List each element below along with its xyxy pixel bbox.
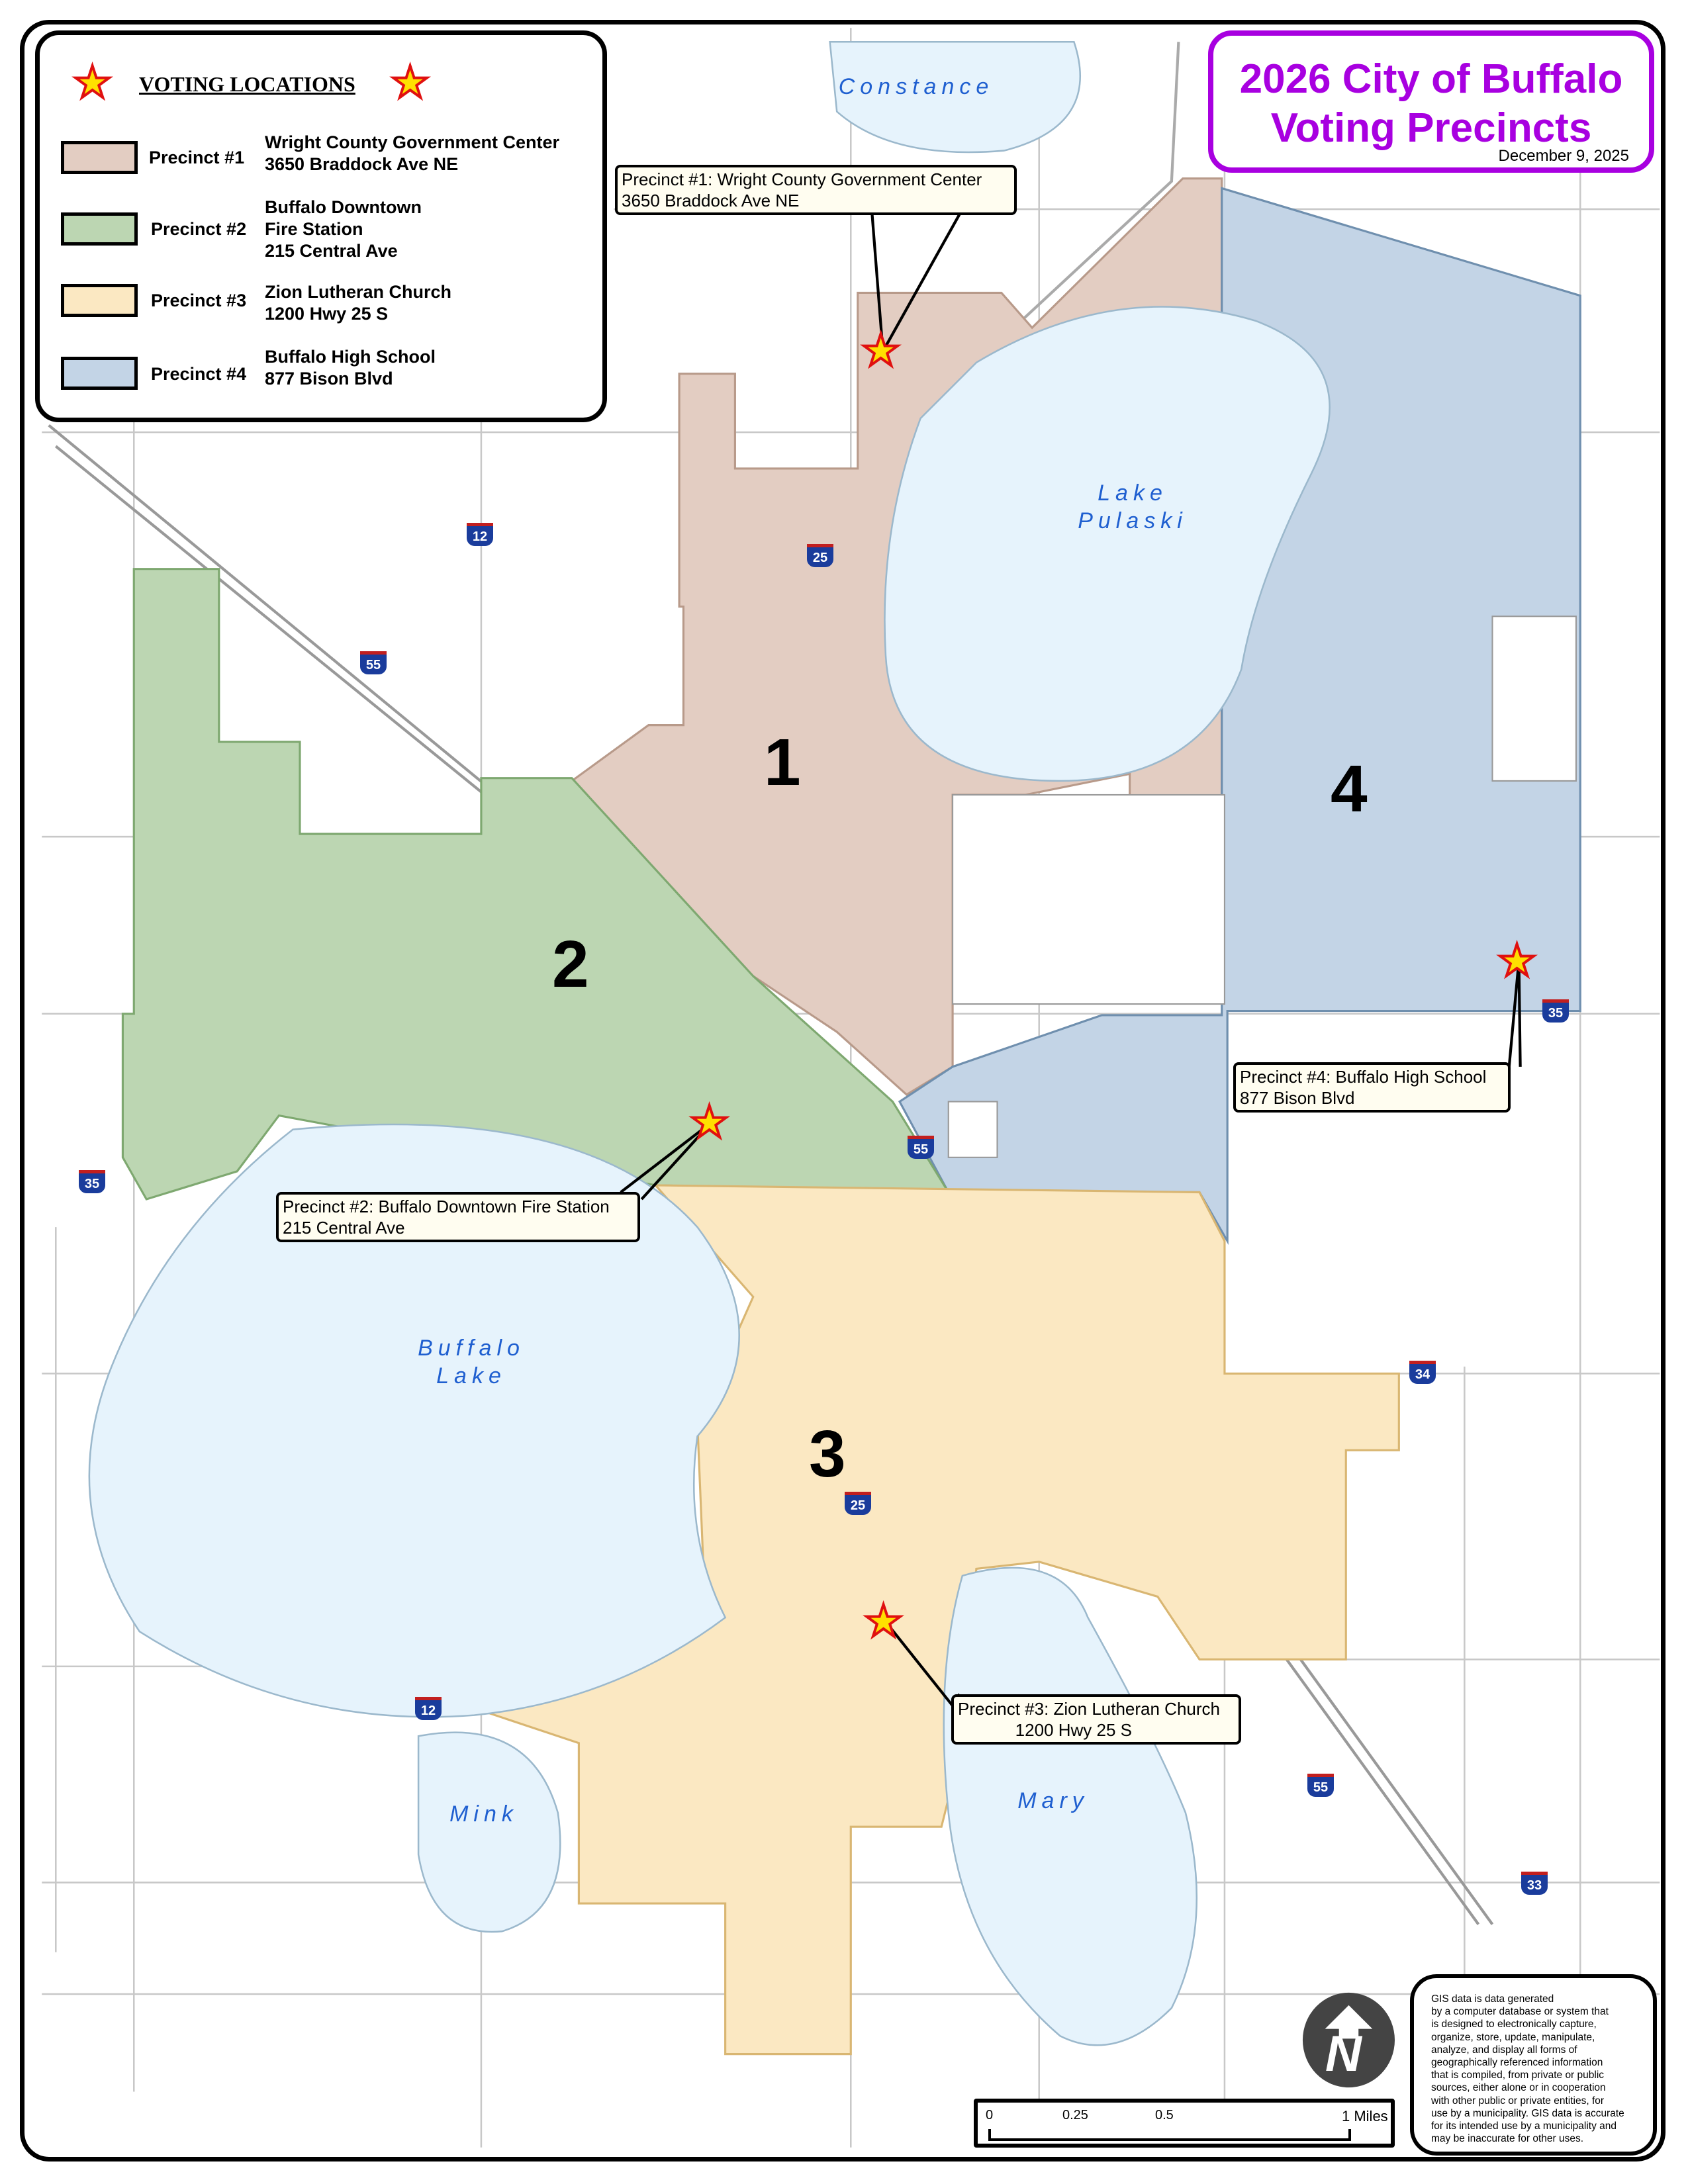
scale-line xyxy=(988,2129,1351,2141)
legend-swatch-precinct-1 xyxy=(61,141,138,174)
highway-shield-35: 35 xyxy=(79,1170,105,1193)
precinct-number-2: 2 xyxy=(552,927,589,1001)
legend-label-precinct-4: Precinct #4 xyxy=(151,364,247,384)
voting-location-star-precinct-2[interactable]: ★ xyxy=(688,1097,730,1146)
voting-location-star-precinct-4[interactable]: ★ xyxy=(1496,936,1538,985)
lake-label-mary: Mary xyxy=(1017,1788,1089,1813)
lake-label-constance: Constance xyxy=(838,74,994,99)
precinct-number-3: 3 xyxy=(809,1417,846,1491)
highway-shield-55: 55 xyxy=(1307,1774,1334,1797)
lake-label-mink: Mink xyxy=(449,1801,518,1827)
disclaimer-box: GIS data is data generated by a computer… xyxy=(1410,1974,1657,2156)
legend-label-precinct-1: Precinct #1 xyxy=(149,148,245,167)
legend-address-precinct-3: Zion Lutheran Church 1200 Hwy 25 S xyxy=(265,282,451,324)
scale-tick-0-25: 0.25 xyxy=(1062,2108,1088,2122)
legend-swatch-precinct-2 xyxy=(61,212,138,246)
lake-label-pulaski: Lake Pulaski xyxy=(1078,480,1188,533)
voting-location-star-precinct-1[interactable]: ★ xyxy=(860,326,902,375)
voting-location-star-precinct-3[interactable]: ★ xyxy=(863,1596,904,1645)
highway-shield-12: 12 xyxy=(467,523,493,546)
highway-shield-25: 25 xyxy=(845,1492,871,1515)
star-icon: ★ xyxy=(71,58,113,107)
callout-pointer-4 xyxy=(1507,960,1522,1068)
lake-label-buffalo: Buffalo Lake xyxy=(418,1336,525,1388)
legend-box: ★ VOTING LOCATIONS ★ Precinct #1 Wright … xyxy=(35,30,607,422)
legend-label-precinct-2: Precinct #2 xyxy=(151,219,247,239)
callout-precinct-4: Precinct #4: Buffalo High School 877 Bis… xyxy=(1233,1062,1511,1113)
legend-swatch-precinct-3 xyxy=(61,284,138,317)
legend-address-precinct-1: Wright County Government Center 3650 Bra… xyxy=(265,132,560,174)
precinct-2-area[interactable] xyxy=(121,568,951,1201)
scale-tick-1-miles: 1 Miles xyxy=(1342,2108,1388,2124)
highway-shield-33: 33 xyxy=(1521,1872,1548,1895)
highway-shield-35: 35 xyxy=(1542,999,1569,1023)
north-arrow-icon xyxy=(1302,1992,1395,2088)
legend-address-precinct-4: Buffalo High School 877 Bison Blvd xyxy=(265,347,436,388)
legend-swatch-precinct-4 xyxy=(61,357,138,390)
north-arrow-letter: N xyxy=(1325,2026,1362,2082)
buffalo-lake xyxy=(88,1123,740,1718)
scale-bar: 0 0.25 0.5 1 Miles xyxy=(974,2099,1395,2148)
star-icon: ★ xyxy=(389,58,431,107)
callout-precinct-2: Precinct #2: Buffalo Downtown Fire Stati… xyxy=(276,1192,640,1242)
legend-label-precinct-3: Precinct #3 xyxy=(151,291,247,310)
lake-mink xyxy=(417,1731,561,1933)
highway-shield-55: 55 xyxy=(908,1136,934,1159)
title-line-2: Voting Precincts xyxy=(1270,105,1592,151)
title-line-1: 2026 City of Buffalo xyxy=(1239,56,1623,102)
precinct-number-4: 4 xyxy=(1331,752,1368,826)
map-date: December 9, 2025 xyxy=(1498,147,1629,165)
highway-shield-25: 25 xyxy=(807,544,833,567)
title-box: 2026 City of Buffalo Voting Precincts De… xyxy=(1208,30,1654,173)
lake-constance xyxy=(829,40,1081,154)
callout-pointer-1 xyxy=(870,208,964,357)
highway-shield-34: 34 xyxy=(1409,1361,1436,1384)
lake-mary xyxy=(943,1567,1198,2046)
highway-shield-12: 12 xyxy=(415,1697,442,1720)
highway-shield-55: 55 xyxy=(360,651,387,674)
callout-precinct-1: Precinct #1: Wright County Government Ce… xyxy=(615,165,1017,215)
map-frame xyxy=(20,20,1665,2161)
legend-address-precinct-2: Buffalo Downtown Fire Station 215 Centra… xyxy=(265,197,422,261)
legend-heading: VOTING LOCATIONS xyxy=(139,72,355,96)
scale-tick-0: 0 xyxy=(986,2108,994,2122)
callout-pointer-2 xyxy=(620,1121,713,1201)
scale-tick-0-5: 0.5 xyxy=(1155,2108,1174,2122)
lake-pulaski xyxy=(884,306,1331,782)
precinct-number-1: 1 xyxy=(764,725,801,799)
disclaimer-text: GIS data is data generated by a computer… xyxy=(1431,1993,1624,2145)
callout-precinct-3: Precinct #3: Zion Lutheran Church 1200 H… xyxy=(951,1694,1241,1745)
